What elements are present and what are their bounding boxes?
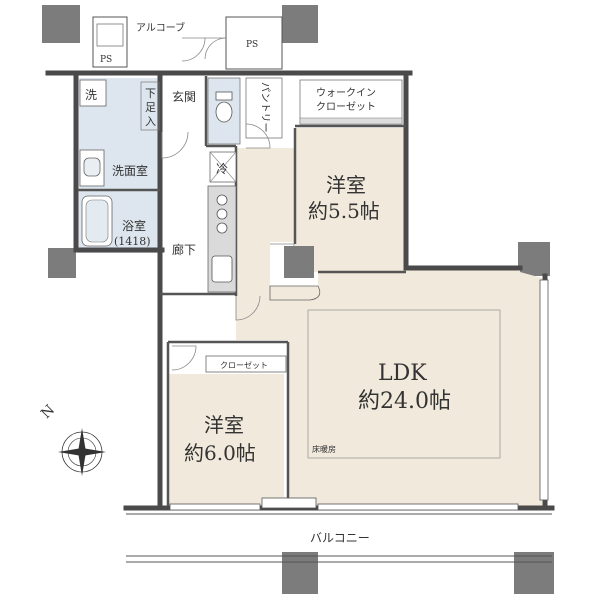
yoshitsu2-size: 約6.0帖 [184,441,256,465]
ps-inner [96,23,124,47]
washer-label: 洗 [85,88,97,102]
ps-label-left: PS [100,55,112,65]
corridor-door-swing [235,295,261,321]
floor-heating-label: 床暖房 [312,444,336,454]
bathtub-inner [85,199,109,243]
pantry-door-swing [245,123,271,149]
fridge-label: 冷 [216,162,228,176]
shitaashi-char3: 入 [145,115,156,128]
walkin-label-line1: ウォークイン [316,87,376,99]
room2-door-swing [171,345,197,371]
stove-burner-2 [216,208,228,220]
shoe-cabinet [140,81,160,131]
compass-rose-icon [52,422,112,482]
senmenshitsu-label: 洗面室 [112,163,148,178]
yokushitsu-label: 浴室 [122,218,146,233]
yoshitsu1-name: 洋室 [326,173,366,197]
pillar-box [284,246,314,278]
rouka-label: 廊下 [172,242,196,257]
entrance-door-swing [161,131,189,159]
window-sashes [169,279,549,511]
shitaashi-char2: 足 [145,101,156,114]
alcove-label: アルコーブ [136,21,185,34]
column-bottom-right [514,552,554,594]
toilet-tank [215,91,233,101]
walkin-shelf [299,117,403,125]
alcove-door-swing-2 [204,37,227,60]
north-label: N [38,402,58,422]
column-mid-left [48,248,76,278]
closet2-label: クローゼット [220,360,268,370]
pillar-curve [269,285,321,301]
floor-heating-area [307,309,501,459]
pantry-area [245,77,283,139]
toilet-bowl [215,101,233,123]
stove-burner-3 [216,222,228,234]
washer-area [79,79,107,107]
ldk-size: 約24.0帖 [358,389,451,414]
ps-outlet-balcony [261,497,317,509]
yokushitsu-size: (1418) [114,235,151,248]
living-fill [236,148,542,506]
genkan-label: 玄関 [172,89,196,104]
column-top-left [42,5,80,43]
yoshitsu1-size: 約5.5帖 [308,199,380,223]
balcony-label: バルコニー [310,531,370,545]
column-top-right [282,5,318,43]
ldk-name: LDK [378,361,427,386]
column-mid-right [518,242,550,276]
stove-burner-1 [216,194,228,206]
shitaashi-char1: 下 [145,87,156,100]
western-room2-fill [168,374,284,506]
kitchen-sink [211,255,233,283]
alcove-door-swing [181,37,206,62]
ps-label-right: PS [246,40,258,50]
ps-box-right [225,16,283,70]
ps-box-left [92,16,128,68]
walkin-label-line2: クローゼット [316,101,376,113]
yoshitsu2-name: 洋室 [204,413,244,437]
pantry-label: パントリー [259,82,271,133]
walkin-closet [299,79,403,125]
fridge-x2 [209,151,237,183]
wash-sink [83,157,101,177]
column-bottom-left [282,552,318,594]
closet2 [205,355,287,373]
